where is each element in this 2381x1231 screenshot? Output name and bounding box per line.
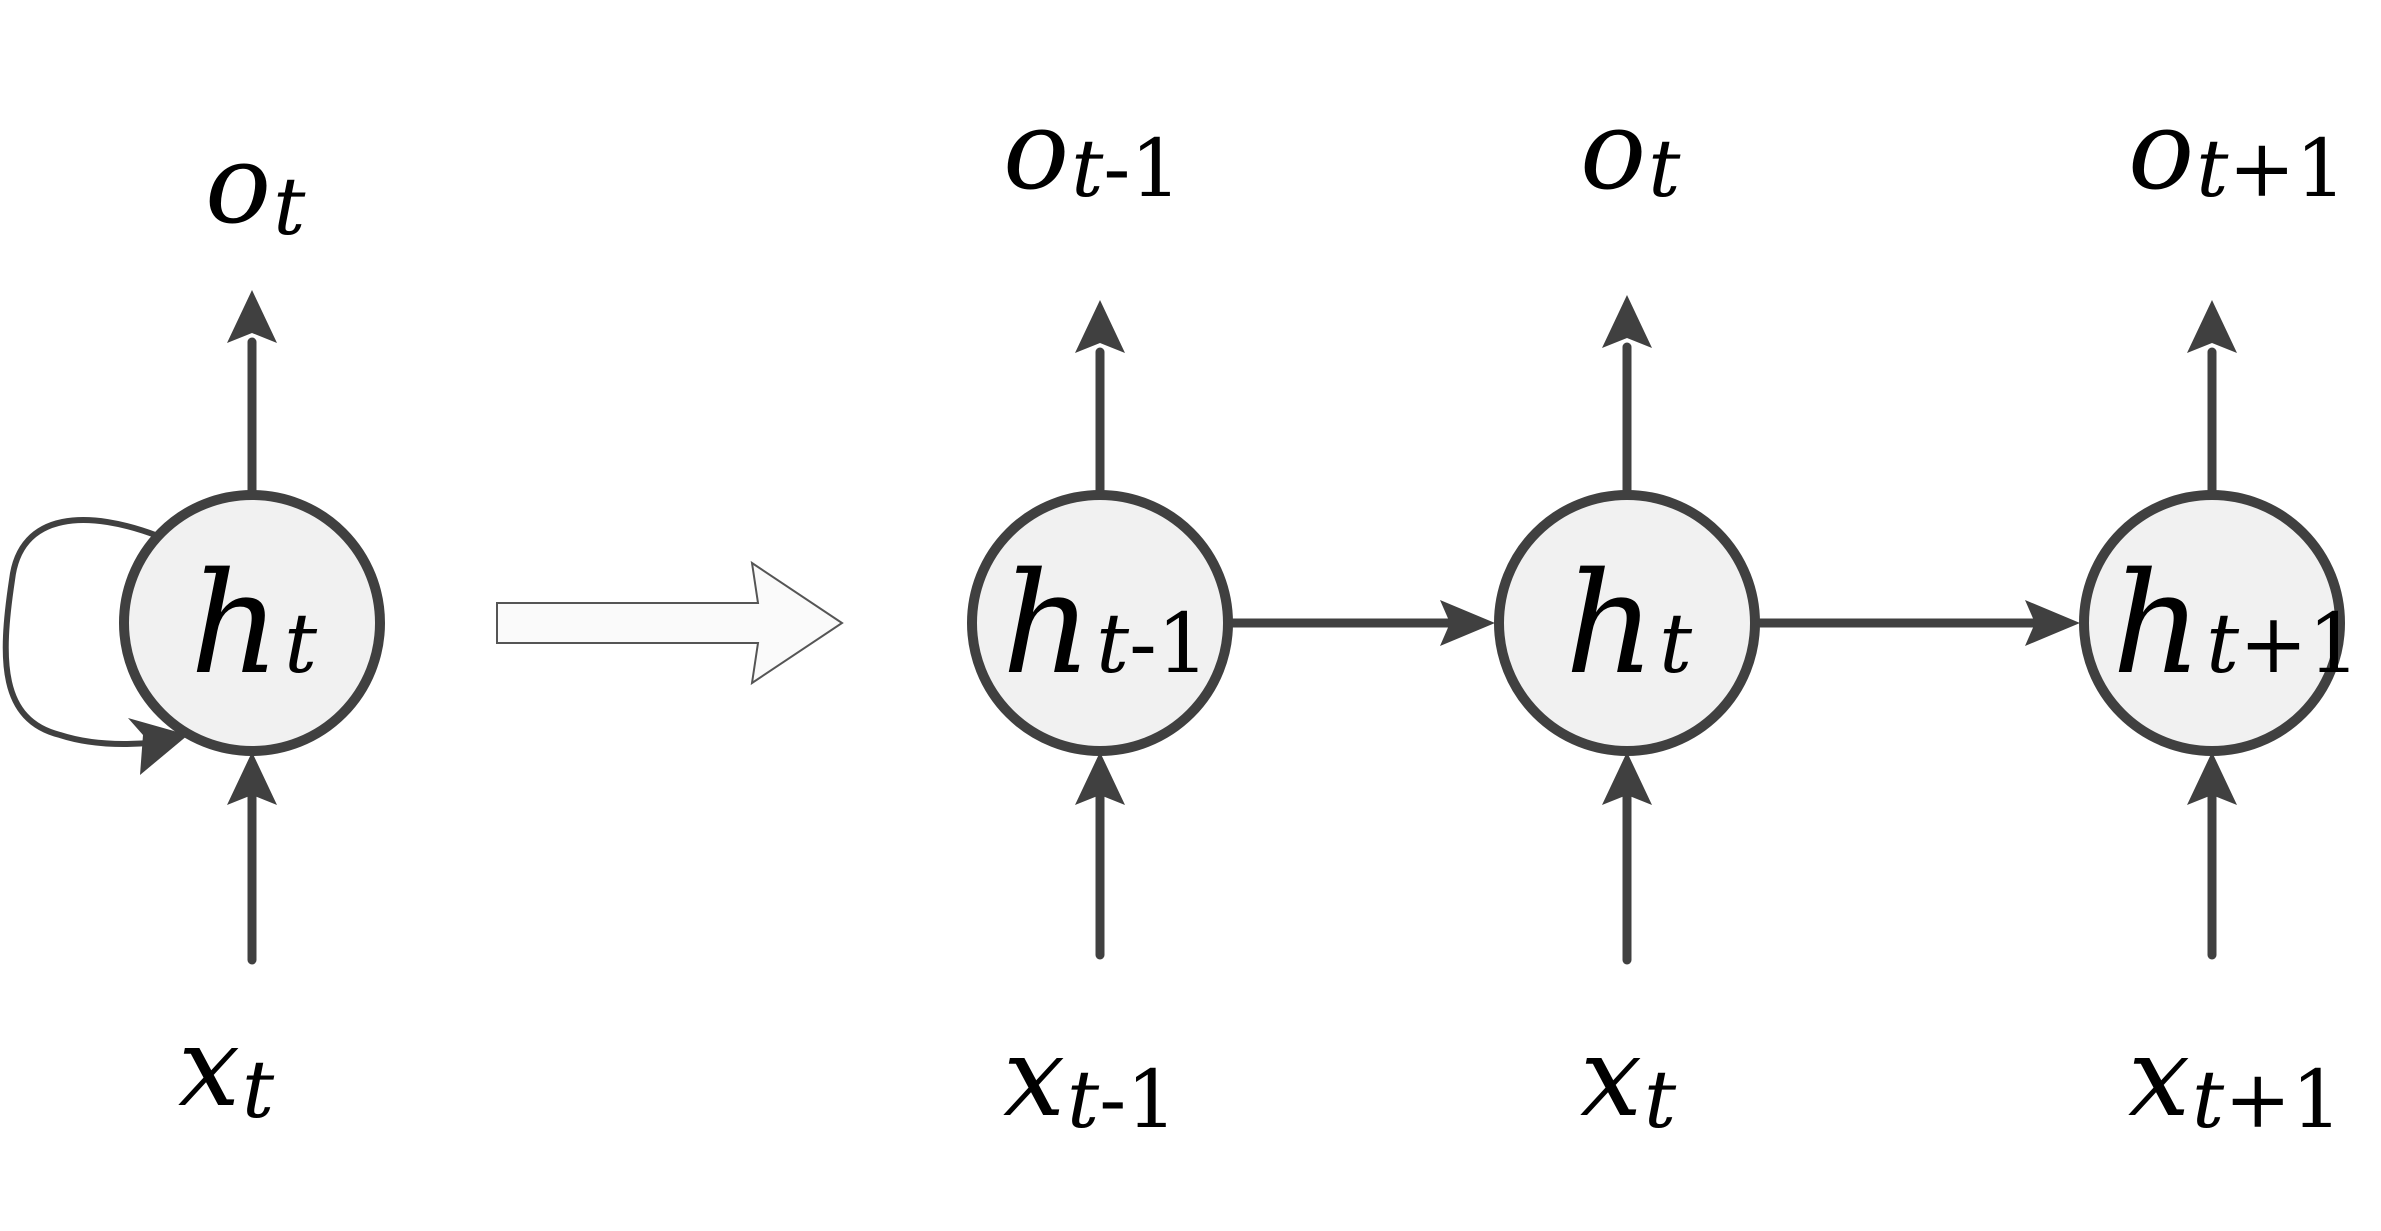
hidden-label-t-plus-1: ht+1 [2112,543,2360,706]
folded-output-arrowhead [227,290,277,343]
hidden-node-t-minus-1 [967,490,1233,756]
unrolled-rnn: ht-1 ot-1 xt-1 ht ot xt [967,86,2360,1146]
folded-hidden-label: ht [190,543,318,706]
input-arrowhead-t-plus-1 [2187,752,2237,805]
input-label-t-plus-1: xt+1 [2128,1013,2342,1146]
unfold-arrow [496,560,844,686]
timestep-t: ht ot xt [1494,86,1760,1146]
folded-recurrent-loop [2,517,181,747]
hidden-label-t-minus-1: ht-1 [1002,543,1209,706]
folded-recurrent-arrowhead [128,718,188,775]
arrowhead-h-t [1440,600,1495,646]
folded-input-label: xt [178,1003,275,1136]
folded-input-arrowhead [227,752,277,805]
input-label-t-minus-1: xt-1 [1003,1013,1177,1146]
folded-hidden-node [119,490,385,756]
arrowhead-h-tplus1 [2025,600,2080,646]
hidden-label-t: ht [1565,543,1693,706]
input-arrowhead-t [1602,752,1652,805]
timestep-t-plus-1: ht+1 ot+1 xt+1 [2079,86,2360,1146]
folded-output-label: ot [205,120,306,253]
input-arrowhead-t-minus-1 [1075,752,1125,805]
input-label-t: xt [1580,1013,1677,1146]
hidden-node-t [1494,490,1760,756]
output-arrowhead-t-plus-1 [2187,300,2237,353]
timestep-t-minus-1: ht-1 ot-1 xt-1 [967,86,1233,1146]
hidden-node-t-plus-1 [2079,490,2345,756]
output-arrowhead-t [1602,295,1652,348]
folded-rnn: ht ot xt [2,120,385,1136]
output-label-t: ot [1580,86,1681,215]
output-arrowhead-t-minus-1 [1075,300,1125,353]
output-label-t-minus-1: ot-1 [1003,86,1181,215]
output-label-t-plus-1: ot+1 [2128,86,2346,215]
